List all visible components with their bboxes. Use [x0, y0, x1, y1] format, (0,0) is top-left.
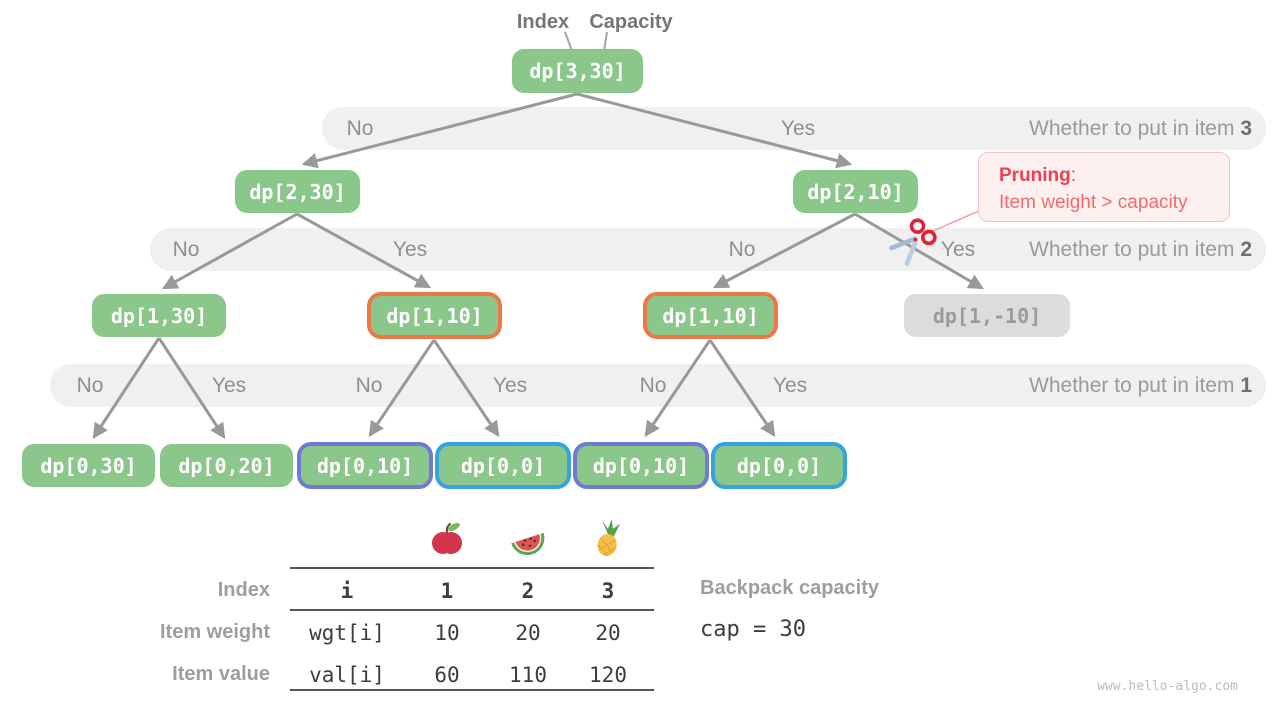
decision-band-item-1: No Yes No Yes No Yes Whether to put in i… — [50, 364, 1266, 407]
pruning-leader-line — [925, 206, 989, 235]
table-cell: 10 — [434, 621, 460, 645]
band-question-number: 3 — [1240, 117, 1252, 140]
table-row-header-index: Index — [217, 579, 270, 601]
tree-node-dp-2-30: dp[2,30] — [235, 170, 360, 213]
capacity-pointer-label: Capacity — [589, 11, 673, 33]
table-row-header-value: Item value — [172, 663, 270, 685]
tree-node-dp-1-neg10-pruned: dp[1,-10] — [904, 294, 1070, 337]
band-question: Whether to put in item 3 — [1029, 107, 1252, 150]
tree-node-dp-0-10-highlighted: dp[0,10] — [297, 442, 433, 489]
tree-node-dp-3-30: dp[3,30] — [512, 49, 643, 93]
band-question-text: Whether to put in item — [1029, 374, 1241, 397]
table-row-header-weight: Item weight — [159, 621, 270, 643]
tree-node-dp-1-10-highlighted: dp[1,10] — [367, 292, 502, 339]
index-pointer-label: Index — [516, 11, 570, 33]
decision-label: No — [728, 238, 756, 261]
pruning-title: Pruning — [999, 165, 1071, 186]
table-cell: i — [340, 579, 354, 603]
tree-node-dp-0-0-highlighted: dp[0,0] — [711, 442, 847, 489]
band-question: Whether to put in item 2 — [1029, 228, 1252, 271]
watermark: www.hello-algo.com — [1097, 679, 1238, 694]
apple-icon — [432, 522, 462, 554]
band-question-text: Whether to put in item — [1029, 117, 1241, 140]
tree-node-dp-0-20: dp[0,20] — [160, 444, 293, 487]
band-question-number: 1 — [1240, 374, 1252, 397]
decision-label: Yes — [392, 238, 428, 261]
band-question: Whether to put in item 1 — [1029, 364, 1252, 407]
tree-node-dp-1-30: dp[1,30] — [92, 294, 226, 337]
decision-label: No — [355, 374, 383, 397]
decision-label: No — [639, 374, 667, 397]
tree-node-dp-0-30: dp[0,30] — [22, 444, 155, 487]
table-cell: 1 — [440, 579, 454, 603]
tree-node-dp-0-0-highlighted: dp[0,0] — [435, 442, 571, 489]
table-cell: 2 — [521, 579, 535, 603]
decision-label: Yes — [780, 117, 816, 140]
table-cell: 120 — [589, 663, 627, 687]
table-cell: 20 — [595, 621, 621, 645]
backpack-capacity-formula: cap = 30 — [700, 617, 806, 642]
tree-node-dp-0-10-highlighted: dp[0,10] — [573, 442, 709, 489]
decision-label: Yes — [940, 238, 976, 261]
tree-node-dp-2-10: dp[2,10] — [793, 170, 918, 213]
decision-label: Yes — [211, 374, 247, 397]
pointer-ticks — [564, 31, 608, 52]
pruning-colon: : — [1070, 165, 1077, 186]
decision-label: No — [76, 374, 104, 397]
table-rule-bottom — [290, 689, 654, 691]
table-rule-top — [290, 567, 654, 569]
table-cell: val[i] — [309, 663, 385, 687]
table-cell: 60 — [434, 663, 460, 687]
backpack-capacity-label: Backpack capacity — [700, 577, 880, 599]
table-cell: wgt[i] — [309, 621, 385, 645]
pruning-callout: Pruning: Item weight > capacity — [978, 152, 1230, 222]
table-cell: 20 — [515, 621, 541, 645]
tree-node-dp-1-10-highlighted: dp[1,10] — [643, 292, 778, 339]
decision-band-item-3: No Yes Whether to put in item 3 — [322, 107, 1266, 150]
decision-label: No — [346, 117, 374, 140]
table-rule-middle — [290, 609, 654, 611]
decision-label: No — [172, 238, 200, 261]
table-cell: 3 — [601, 579, 615, 603]
decision-label: Yes — [772, 374, 808, 397]
band-question-text: Whether to put in item — [1029, 238, 1241, 261]
decision-label: Yes — [492, 374, 528, 397]
pineapple-icon — [595, 519, 620, 558]
pruning-description: Item weight > capacity — [999, 192, 1188, 213]
band-question-number: 2 — [1240, 238, 1252, 261]
table-cell: 110 — [509, 663, 547, 687]
watermelon-icon — [511, 532, 545, 556]
